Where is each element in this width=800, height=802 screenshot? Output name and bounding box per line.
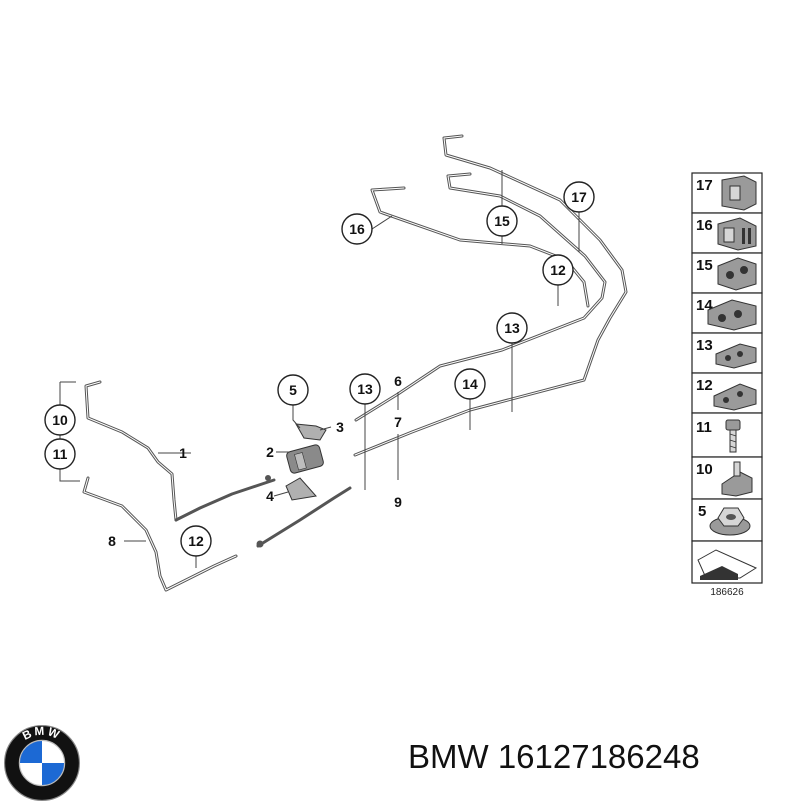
- legend-num-5: 5: [698, 503, 706, 520]
- svg-text:16: 16: [349, 221, 365, 237]
- label-3: 3: [336, 419, 344, 435]
- legend-num-12: 12: [696, 377, 713, 394]
- clip-16-icon: [717, 217, 757, 251]
- callout-12-lower: 12: [180, 525, 212, 557]
- bracket-4: [285, 477, 317, 501]
- svg-text:15: 15: [494, 213, 510, 229]
- callout-17: 17: [563, 181, 595, 213]
- legend-num-13: 13: [696, 337, 713, 354]
- cutout-sign-icon: [697, 549, 758, 580]
- callout-13-mid: 13: [349, 373, 381, 405]
- part-number-caption: BMW 16127186248: [408, 738, 700, 775]
- callout-10: 10: [44, 404, 76, 436]
- svg-text:14: 14: [462, 376, 478, 392]
- svg-text:13: 13: [357, 381, 373, 397]
- label-7: 7: [394, 414, 402, 430]
- clip-17-icon: [721, 175, 757, 211]
- clip-14-icon: [707, 299, 757, 331]
- bolt-11-icon: [725, 419, 741, 453]
- label-2: 2: [266, 444, 274, 460]
- svg-text:13: 13: [504, 320, 520, 336]
- callout-15: 15: [486, 205, 518, 237]
- label-8: 8: [108, 533, 116, 549]
- diagram-id: 186626: [710, 587, 744, 598]
- label-4: 4: [266, 488, 274, 504]
- callout-12-upper: 12: [542, 254, 574, 286]
- clip-13-icon: [715, 343, 757, 369]
- callout-16: 16: [341, 213, 373, 245]
- nut-5-icon: [709, 507, 751, 536]
- legend-num-10: 10: [696, 461, 713, 478]
- legend-num-17: 17: [696, 177, 713, 194]
- svg-text:12: 12: [188, 533, 204, 549]
- svg-text:12: 12: [550, 262, 566, 278]
- clip-15-icon: [717, 257, 757, 291]
- svg-text:11: 11: [53, 446, 68, 462]
- clip-12-icon: [713, 383, 757, 411]
- svg-text:10: 10: [52, 412, 68, 428]
- svg-text:17: 17: [571, 189, 587, 205]
- svg-text:BMW: BMW: [20, 725, 63, 743]
- fuel-filter: [286, 444, 324, 474]
- bracket-10-icon: [721, 461, 753, 497]
- callout-5: 5: [277, 374, 309, 406]
- callout-14: 14: [454, 368, 486, 400]
- leader-lines: [59, 170, 580, 568]
- legend-num-16: 16: [696, 217, 713, 234]
- fuel-pipes: [82, 134, 628, 592]
- label-9: 9: [394, 494, 402, 510]
- bracket-3: [295, 423, 327, 441]
- label-1: 1: [179, 445, 187, 461]
- callout-13-right: 13: [496, 312, 528, 344]
- svg-text:5: 5: [289, 382, 297, 398]
- legend-num-11: 11: [696, 419, 712, 436]
- parts-legend: 17 16 15 14 13 12 11 10 5: [691, 172, 763, 598]
- label-6: 6: [394, 373, 402, 389]
- legend-num-15: 15: [696, 257, 713, 274]
- bmw-logo: BMW: [3, 725, 81, 802]
- callout-11: 11: [44, 438, 76, 470]
